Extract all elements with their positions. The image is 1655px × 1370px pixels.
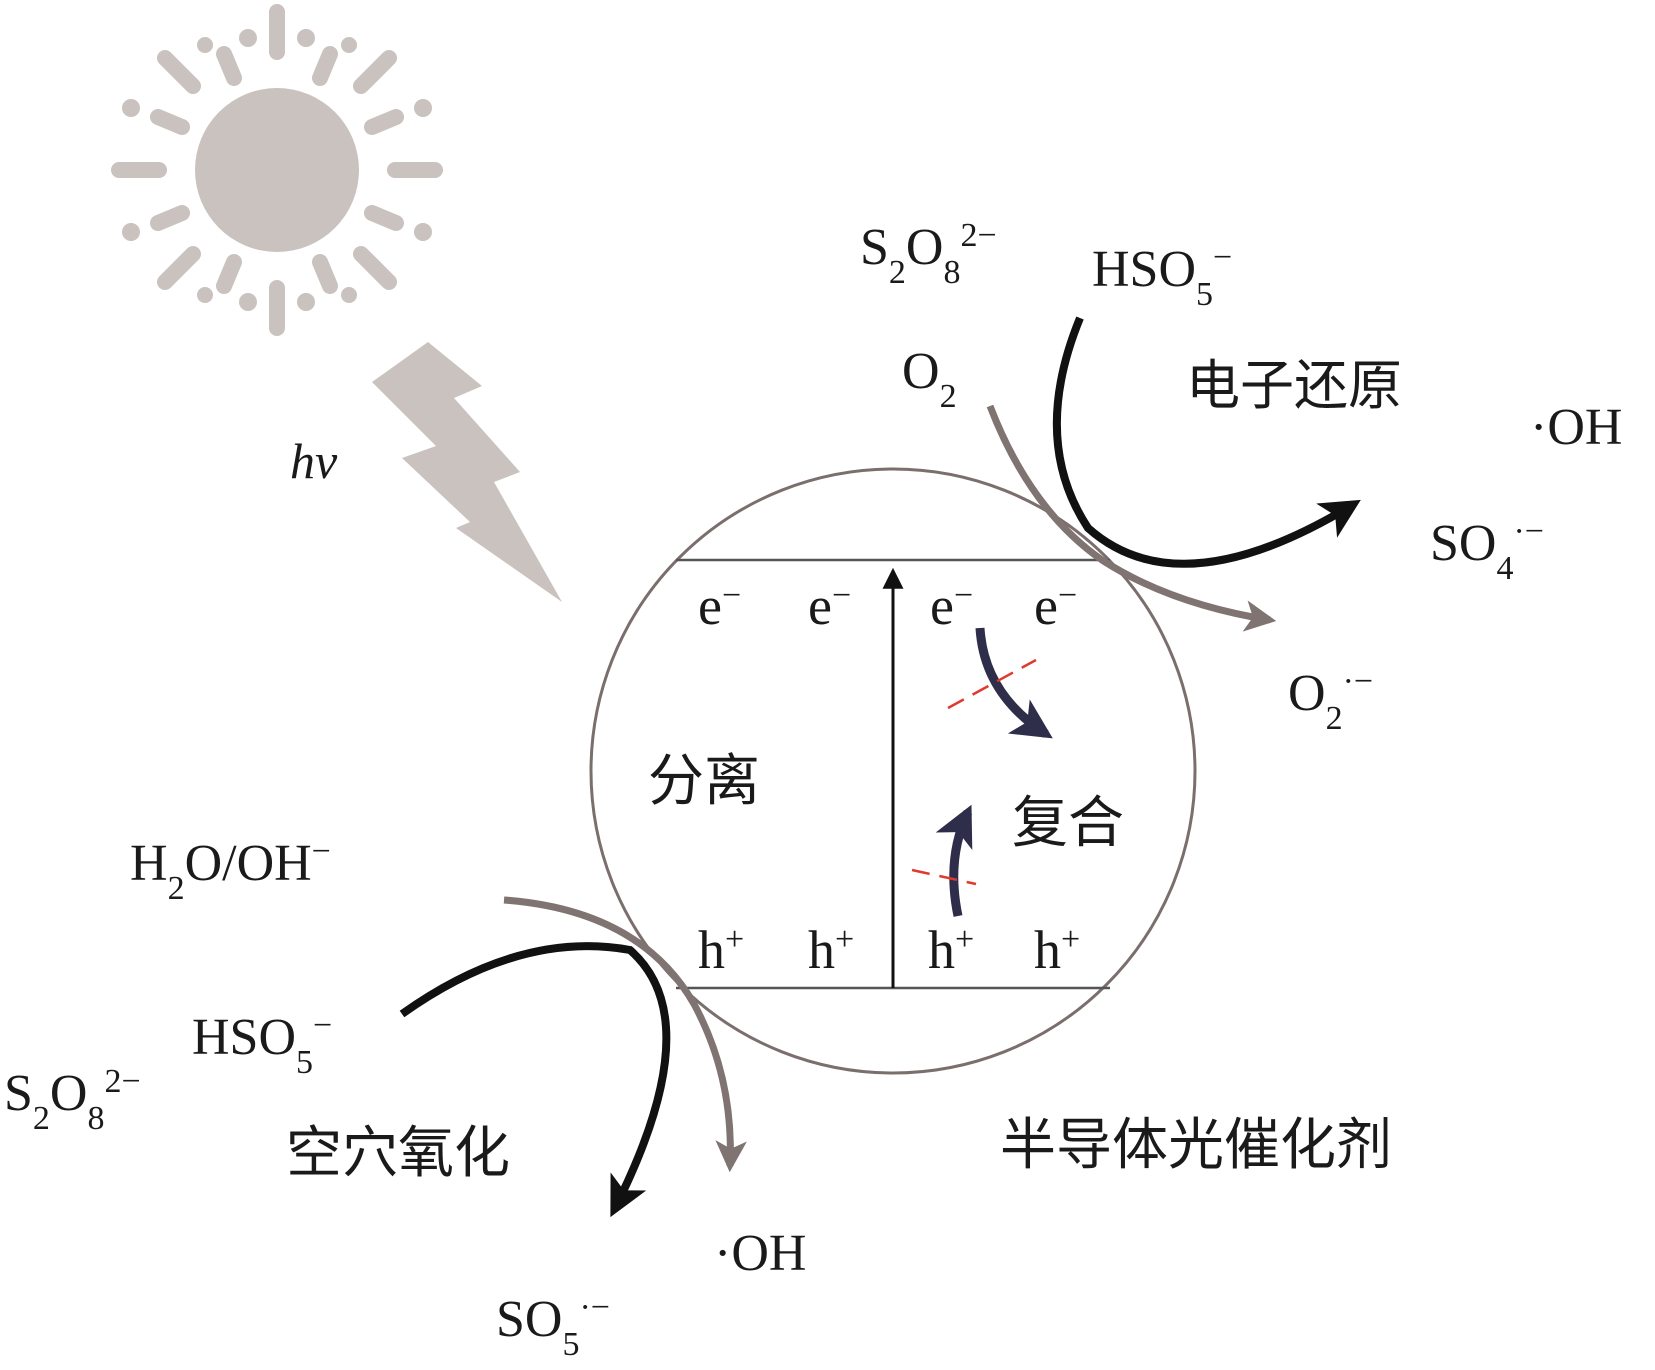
electrons: e− e− e− e− (698, 576, 1077, 636)
catalyst-label: 半导体光催化剂 (1000, 1113, 1392, 1178)
oxidation-label: 空穴氧化 (286, 1121, 510, 1186)
electron-3: e− (930, 576, 973, 636)
oxidation-so5: SO5·− (496, 1289, 610, 1363)
recombination-arrow-down (975, 627, 1053, 739)
holes: h+ h+ h+ h+ (698, 920, 1080, 980)
reduction-o2: O2 (902, 343, 957, 415)
blocked-mark-upper (947, 658, 1037, 710)
reduction-s2o8: S2O82− (860, 217, 997, 291)
water-oxidation-arrow (503, 896, 747, 1173)
lightning-icon (372, 342, 562, 602)
oxidation-s2o8: S2O82− (4, 1063, 141, 1137)
sun-icon (111, 4, 443, 336)
reduction-label: 电子还原 (1186, 354, 1402, 417)
hole-1: h+ (698, 920, 744, 980)
electron-2: e− (808, 576, 851, 636)
electron-1: e− (698, 576, 741, 636)
hole-3: h+ (928, 920, 974, 980)
catalyst-particle (589, 467, 1197, 1075)
reduction-hso5: HSO5− (1092, 239, 1232, 313)
o2-reduction-arrow (986, 404, 1277, 632)
persulfate-oxidation-arrow (399, 942, 671, 1218)
hole-2: h+ (808, 920, 854, 980)
hole-4: h+ (1034, 920, 1080, 980)
separation-label: 分离 (648, 749, 760, 814)
recombination-arrow-up (935, 804, 973, 917)
reduction-o2-radical: O2·− (1288, 663, 1373, 737)
oxidation-h2o: H2O/OH− (130, 833, 331, 907)
reduction-so4: SO4·− (1430, 513, 1544, 587)
oxidation-hso5: HSO5− (192, 1007, 332, 1081)
blocked-mark-lower (911, 868, 977, 886)
reduction-oh: ·OH (1530, 399, 1622, 456)
light-label: hv (290, 433, 338, 489)
oxidation-oh: ·OH (714, 1225, 806, 1282)
persulfate-reduction-arrow (1052, 316, 1361, 568)
recombination-label: 复合 (1012, 791, 1124, 856)
electron-4: e− (1034, 576, 1077, 636)
